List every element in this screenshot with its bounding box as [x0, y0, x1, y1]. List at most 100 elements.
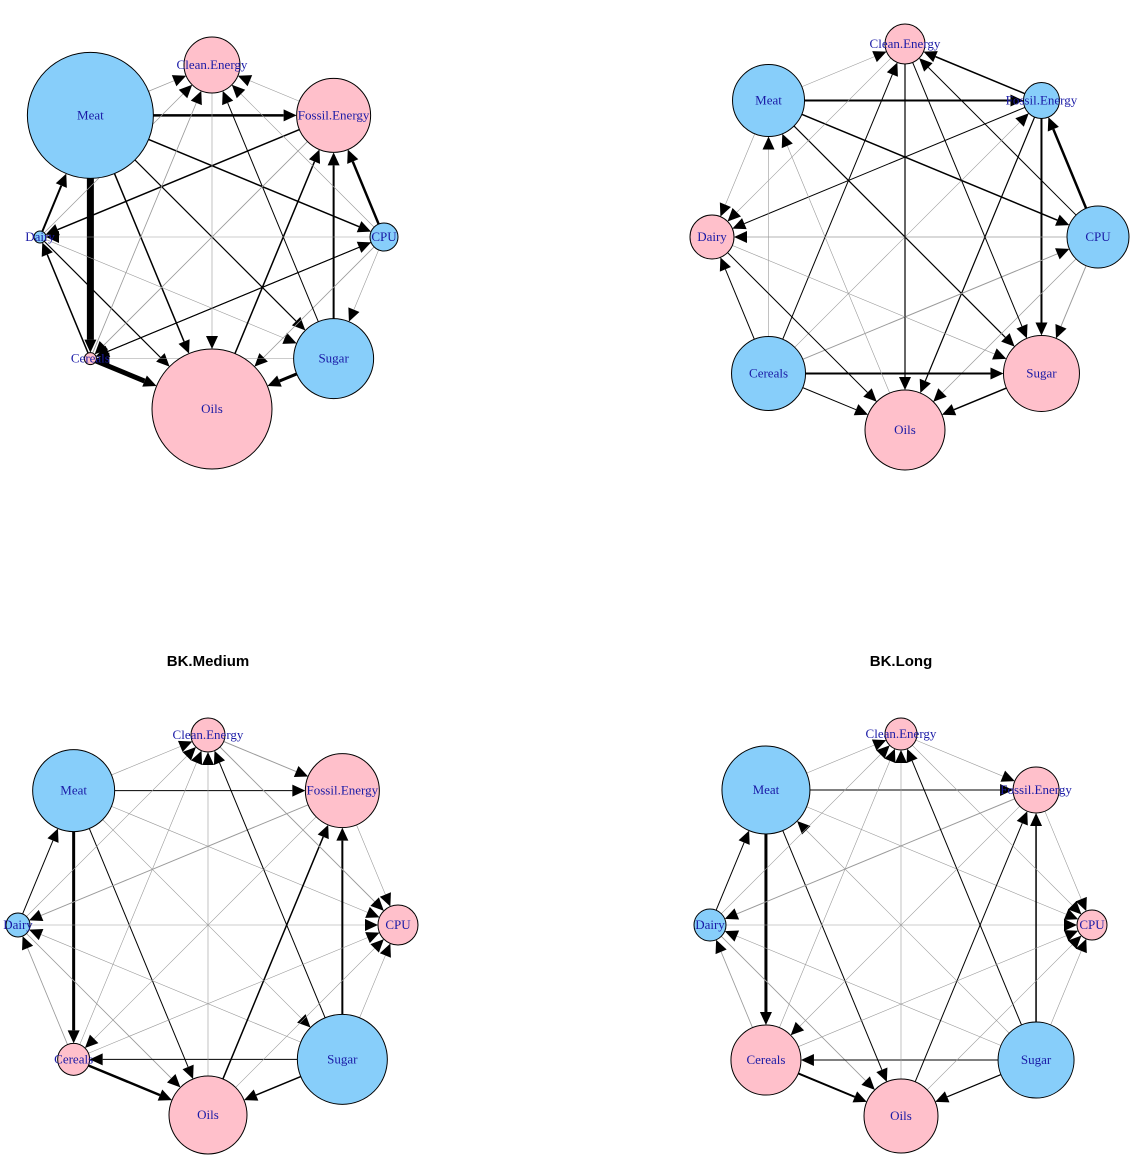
edge-M-to-S	[134, 159, 297, 322]
node-label: Meat	[753, 782, 780, 797]
node-fe: Fossil.Energy	[296, 77, 372, 153]
arrowhead-icon	[370, 939, 384, 953]
arrowhead-icon	[863, 388, 877, 402]
arrowhead-icon	[1075, 896, 1087, 912]
arrowhead-icon	[861, 1076, 875, 1090]
node-cpu: CPU	[1066, 205, 1130, 269]
edge-C-to-FE	[794, 122, 1020, 348]
node-circle	[1022, 82, 1060, 120]
arrowhead-icon	[990, 367, 1004, 380]
arrowhead-icon	[365, 919, 378, 931]
edge-D-to-CE	[26, 756, 187, 917]
node-circle	[183, 36, 241, 94]
edge-S-to-D	[40, 934, 301, 1043]
edge-FE-to-O	[924, 116, 1036, 382]
arrowhead-icon	[182, 1064, 194, 1079]
edge-D-to-M	[22, 840, 54, 915]
arrowhead-icon	[379, 943, 391, 958]
arrowhead-icon	[365, 906, 380, 918]
node-circle	[721, 745, 811, 835]
edge-M-to-CPU	[111, 806, 368, 913]
arrowhead-icon	[293, 765, 309, 778]
edge-C-to-O	[94, 358, 146, 384]
arrowhead-icon	[1063, 930, 1079, 942]
arrowhead-icon	[876, 745, 890, 759]
edge-M-to-O	[88, 828, 189, 1068]
edge-C-to-D	[724, 269, 755, 340]
edge-CPU-to-CE	[240, 93, 375, 228]
arrowhead-icon	[47, 828, 59, 843]
node-cpu: CPU	[369, 222, 399, 252]
arrowhead-icon	[1055, 324, 1067, 339]
node-fe: Fossil.Energy	[1000, 766, 1072, 814]
arrowhead-icon	[292, 784, 306, 797]
arrowhead-icon	[171, 75, 187, 87]
edge-CE-to-CPU	[912, 745, 1073, 906]
arrowhead-icon	[923, 51, 938, 63]
arrowhead-icon	[336, 827, 349, 841]
panel-title: BK.Medium	[167, 653, 250, 670]
node-d: Dairy	[3, 912, 33, 938]
edge-S-to-O	[255, 1075, 302, 1096]
arrowhead-icon	[895, 750, 907, 763]
arrowhead-icon	[327, 152, 340, 166]
arrowhead-icon	[1067, 900, 1082, 915]
node-c: Cereals	[730, 1024, 802, 1096]
arrowhead-icon	[156, 353, 170, 367]
arrowhead-icon	[365, 932, 380, 944]
node-circle	[864, 389, 946, 471]
arrowhead-icon	[89, 1053, 103, 1066]
arrowhead-icon	[22, 936, 34, 951]
arrowhead-icon	[182, 747, 196, 761]
edge-S-to-CE	[227, 102, 319, 322]
edges	[41, 75, 380, 387]
node-label: Fossil.Energy	[1000, 782, 1072, 797]
edge-C-to-CE	[779, 760, 891, 1028]
edge-M-to-CE	[148, 80, 175, 92]
node-label: Cereals	[746, 1052, 785, 1067]
node-circle	[304, 753, 380, 829]
edge-D-to-O	[727, 252, 868, 393]
arrowhead-icon	[933, 388, 947, 402]
arrowhead-icon	[871, 739, 887, 751]
arrowhead-icon	[732, 218, 747, 230]
edges	[715, 739, 1087, 1103]
arrowhead-icon	[852, 1091, 867, 1103]
arrowhead-icon	[84, 339, 97, 353]
node-ce: Clean.Energy	[173, 717, 244, 753]
node-circle	[5, 912, 31, 938]
edge-D-to-S	[732, 245, 995, 355]
edge-C-to-O	[802, 387, 857, 411]
edge-C-to-O	[87, 1064, 161, 1097]
node-label: Clean.Energy	[173, 727, 244, 742]
edges	[22, 740, 391, 1101]
edge-CPU-to-CE	[927, 66, 1077, 216]
arrowhead-icon	[719, 202, 731, 217]
node-label: Oils	[197, 1107, 219, 1122]
node-cpu: CPU	[377, 904, 419, 946]
arrowhead-icon	[94, 340, 109, 355]
arrowhead-icon	[177, 740, 193, 753]
node-label: Sugar	[318, 351, 349, 366]
network-panel-4: BK.LongClean.EnergyFossil.EnergyCPUSugar…	[693, 653, 1108, 1154]
arrowhead-icon	[1064, 919, 1077, 931]
arrowhead-icon	[1030, 812, 1043, 826]
edge-M-to-O	[782, 830, 883, 1070]
node-label: Dairy	[25, 229, 55, 244]
edge-CPU-to-O	[942, 258, 1077, 393]
edge-C-to-CE	[782, 74, 893, 340]
node-circle	[863, 1078, 939, 1154]
arrowhead-icon	[919, 378, 931, 394]
network-panel-1: Clean.EnergyFossil.EnergyCPUSugarOilsCer…	[25, 36, 399, 470]
node-o: Oils	[863, 1078, 939, 1154]
edge-M-to-CE	[111, 746, 181, 776]
node-circle	[33, 230, 47, 244]
arrowhead-icon	[67, 1030, 80, 1044]
arrowhead-icon	[759, 1012, 772, 1026]
arrowhead-icon	[715, 939, 727, 955]
node-label: Cereals	[54, 1051, 93, 1066]
node-label: Fossil.Energy	[307, 783, 379, 798]
node-circle	[57, 1042, 91, 1076]
arrowhead-icon	[96, 352, 110, 365]
edge-C-to-D	[720, 951, 753, 1028]
